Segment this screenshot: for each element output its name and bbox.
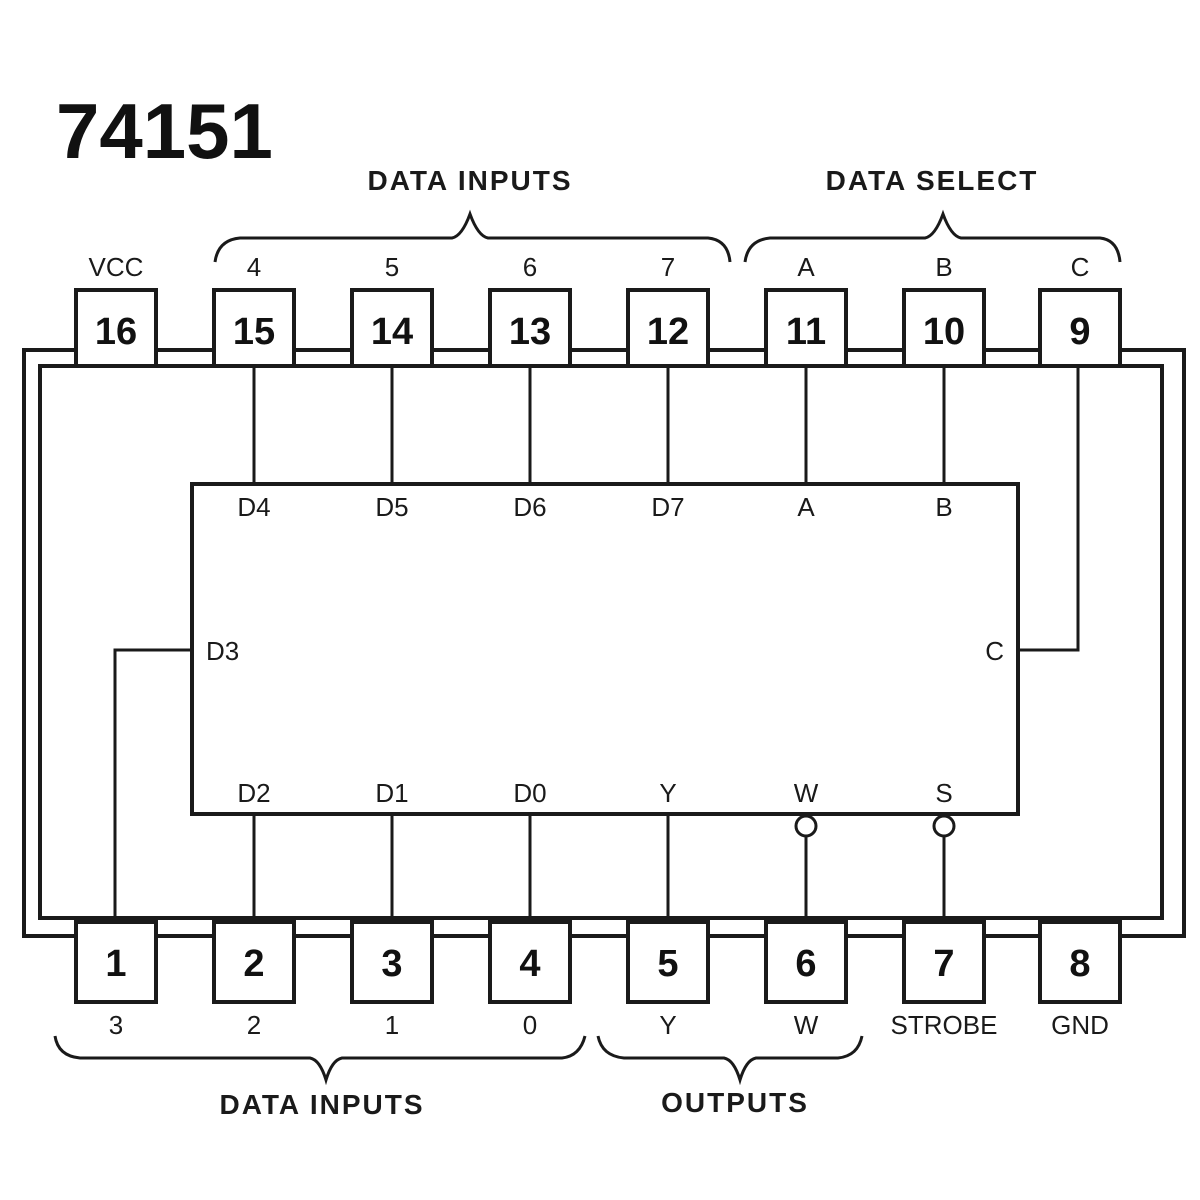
- pin-number: 2: [243, 943, 264, 985]
- pin-box: [764, 920, 848, 1004]
- pin-function-label: 1: [385, 1010, 399, 1040]
- pin-number: 7: [933, 943, 954, 985]
- signal-d2-label: D2: [237, 778, 270, 808]
- signal-d0-label: D0: [513, 778, 546, 808]
- signal-d1-label: D1: [375, 778, 408, 808]
- signal-s-label: S: [935, 778, 952, 808]
- bottom-outputs-label: OUTPUTS: [661, 1087, 809, 1118]
- pin-number: 5: [657, 943, 678, 985]
- pin-function-label: Y: [659, 1010, 676, 1040]
- pin-function-label: 6: [523, 252, 537, 282]
- pin-function-label: W: [794, 1010, 819, 1040]
- pin-number: 6: [795, 943, 816, 985]
- inversion-bubble: [794, 814, 818, 838]
- pin-box: [902, 288, 986, 368]
- pin-box: [74, 288, 158, 368]
- pin-number: 12: [647, 311, 689, 353]
- pin-box: [1038, 920, 1122, 1004]
- pin-box: [488, 288, 572, 368]
- pin-number: 8: [1069, 943, 1090, 985]
- bottom-outputs-brace: [596, 1035, 864, 1086]
- pin-box: [626, 288, 710, 368]
- pin-function-label: 5: [385, 252, 399, 282]
- pin-box: [212, 288, 296, 368]
- signal-a-label: A: [797, 492, 815, 522]
- pin-function-label: A: [797, 252, 815, 282]
- top-pin-14: 14 5D5: [350, 252, 434, 522]
- pin-function-label: STROBE: [891, 1010, 998, 1040]
- pin-box: [350, 920, 434, 1004]
- pin-number: 3: [381, 943, 402, 985]
- pin-number: 11: [786, 311, 826, 353]
- bottom-pin-3: 3 1 D1: [350, 778, 434, 1040]
- top-pin-12: 12 7D7: [626, 252, 710, 522]
- pin-number: 14: [371, 311, 413, 353]
- pin-function-label: VCC: [89, 252, 144, 282]
- signal-y-label: Y: [659, 778, 676, 808]
- bottom-pin-4: 4 0 D0: [488, 778, 572, 1040]
- pin-box: [626, 920, 710, 1004]
- pin-number: 4: [519, 943, 540, 985]
- pin-function-label: 0: [523, 1010, 537, 1040]
- signal-c-label: C: [985, 636, 1004, 666]
- top-pin-13: 13 6D6: [488, 252, 572, 522]
- pin-number: 16: [95, 311, 137, 353]
- top-pin-15: 15 4D4: [212, 252, 296, 522]
- bottom-data-inputs-brace: [53, 1035, 587, 1086]
- pin-box: [488, 920, 572, 1004]
- signal-d5-label: D5: [375, 492, 408, 522]
- bottom-pin-2: 2 2 D2: [212, 778, 296, 1040]
- pin-function-label: 4: [247, 252, 261, 282]
- top-pin-16: 16 VCC: [74, 252, 158, 368]
- pin-function-label: C: [1071, 252, 1090, 282]
- pin-number: 15: [233, 311, 275, 353]
- pin-box: [212, 920, 296, 1004]
- pin-function-label: 7: [661, 252, 675, 282]
- pin-function-label: B: [935, 252, 952, 282]
- pin-box: [902, 920, 986, 1004]
- signal-d6-label: D6: [513, 492, 546, 522]
- top-data-inputs-brace: [213, 209, 732, 263]
- bottom-pin-5: 5YY: [626, 778, 710, 1040]
- pin-function-label: 2: [247, 1010, 261, 1040]
- top-data-select-label: DATA SELECT: [826, 165, 1039, 196]
- pin-function-label: 3: [109, 1010, 123, 1040]
- bottom-pin-6: 6WW: [764, 778, 848, 1040]
- pin-number: 1: [105, 943, 126, 985]
- pin-box: [350, 288, 434, 368]
- wires: [252, 366, 956, 922]
- c-wire: [1018, 366, 1080, 652]
- signal-w-label: W: [794, 778, 819, 808]
- pin-box: [764, 288, 848, 368]
- d3-wire: [113, 648, 192, 922]
- signal-d4-label: D4: [237, 492, 270, 522]
- pin-box: [1038, 288, 1122, 368]
- top-data-select-brace: [743, 209, 1122, 263]
- logic-block: [190, 482, 1020, 816]
- pin-number: 10: [923, 311, 965, 353]
- pin-function-label: GND: [1051, 1010, 1109, 1040]
- bottom-data-inputs-label: DATA INPUTS: [219, 1089, 424, 1120]
- signal-d7-label: D7: [651, 492, 684, 522]
- package-outline-inner: [38, 364, 1164, 920]
- top-pin-9: 9C: [1038, 252, 1122, 368]
- pin-number: 13: [509, 311, 551, 353]
- bottom-pin-1: 13: [74, 920, 158, 1040]
- package-outline-outer: [22, 348, 1186, 938]
- signal-d3-label: D3: [206, 636, 239, 666]
- top-data-inputs-label: DATA INPUTS: [367, 165, 572, 196]
- chip-title: 74151: [56, 87, 273, 175]
- pin-number: 9: [1069, 311, 1090, 353]
- signal-b-label: B: [935, 492, 952, 522]
- inversion-bubble: [932, 814, 956, 838]
